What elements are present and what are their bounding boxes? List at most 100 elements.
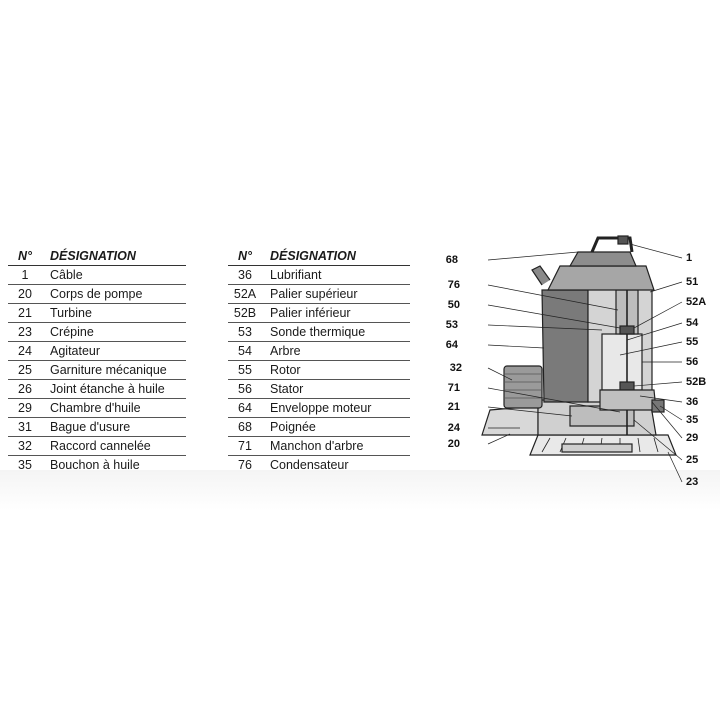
part-number: 68 [228,417,262,437]
part-number: 24 [8,341,42,361]
diagram-callout: 24 [447,422,460,434]
diagram-callout: 29 [686,432,699,444]
part-designation: Crépine [42,322,186,342]
top-cover [568,251,637,267]
part-number: 53 [228,322,262,342]
table-row: 76 Condensateur [228,456,410,475]
top-cap [547,265,655,291]
part-designation: Palier supérieur [262,284,410,304]
part-number: 54 [228,341,262,361]
part-number: 25 [8,360,42,380]
part-designation: Raccord cannelée [42,436,186,456]
part-designation: Chambre d'huile [42,398,186,418]
part-designation: Sonde thermique [262,322,410,342]
part-designation: Turbine [42,303,186,323]
part-designation: Palier inférieur [262,303,410,323]
header-designation: DÉSIGNATION [262,246,410,266]
diagram-callout: 20 [447,438,460,450]
part-number: 20 [8,284,42,304]
diagram-callout: 68 [445,254,458,266]
diagram-callout: 21 [447,401,460,413]
header-designation: DÉSIGNATION [42,246,186,266]
part-number: 23 [8,322,42,342]
diagram-callout: 50 [447,299,460,311]
diagram-callout: 1 [686,252,693,264]
oil-plug [651,399,665,413]
part-number: 55 [228,360,262,380]
side-lug [531,265,551,286]
part-number: 26 [8,379,42,399]
upper-bearing [619,325,635,335]
part-designation: Condensateur [270,458,349,472]
part-number: 29 [8,398,42,418]
diagram-callout: 64 [445,339,458,351]
part-designation: Enveloppe moteur [262,398,410,418]
part-number: 36 [228,265,262,285]
diagram-callout: 25 [686,454,699,466]
header-number: N° [8,246,42,266]
diagram-callout: 36 [686,396,699,408]
table-row: 35 Bouchon à huile [8,456,186,475]
part-number: 32 [8,436,42,456]
cable-gland [617,235,629,245]
leader-lines [487,243,683,483]
part-number: 35 [18,458,32,472]
oil-chamber [599,389,657,411]
part-number: 76 [238,458,252,472]
part-designation: Agitateur [42,341,186,361]
part-designation: Corps de pompe [42,284,186,304]
table-header-row: N° DÉSIGNATION [228,246,410,266]
part-designation: Bouchon à huile [50,458,140,472]
part-number: 21 [8,303,42,323]
part-number: 52B [228,303,262,323]
diagram-callout: 71 [447,382,460,394]
part-designation: Joint étanche à huile [42,379,186,399]
diagram-callout: 32 [449,362,462,374]
diagram-callout: 53 [445,319,458,331]
part-number: 52A [228,284,262,304]
background-fade [0,470,720,720]
part-designation: Lubrifiant [262,265,410,285]
part-number: 56 [228,379,262,399]
lower-bearing [619,381,635,391]
base-slot [561,443,633,453]
diagram-callout: 76 [447,279,460,291]
diagram-callout: 52A [686,296,707,308]
part-designation: Garniture mécanique [42,360,186,380]
header-number: N° [228,246,262,266]
part-number: 71 [228,436,262,456]
table-header-row: N° DÉSIGNATION [8,246,186,266]
diagram-callout: 35 [686,414,699,426]
pump-body-left [481,405,539,436]
handle [590,236,634,253]
part-designation: Poignée [262,417,410,437]
rotor-stator [601,333,643,391]
diagram-callout: 55 [686,336,699,348]
motor-housing-left [541,289,589,403]
part-designation: Bague d'usure [42,417,186,437]
discharge-outlet [503,365,543,409]
diagram-callout: 52B [686,376,707,388]
part-number: 64 [228,398,262,418]
part-designation: Arbre [262,341,410,361]
